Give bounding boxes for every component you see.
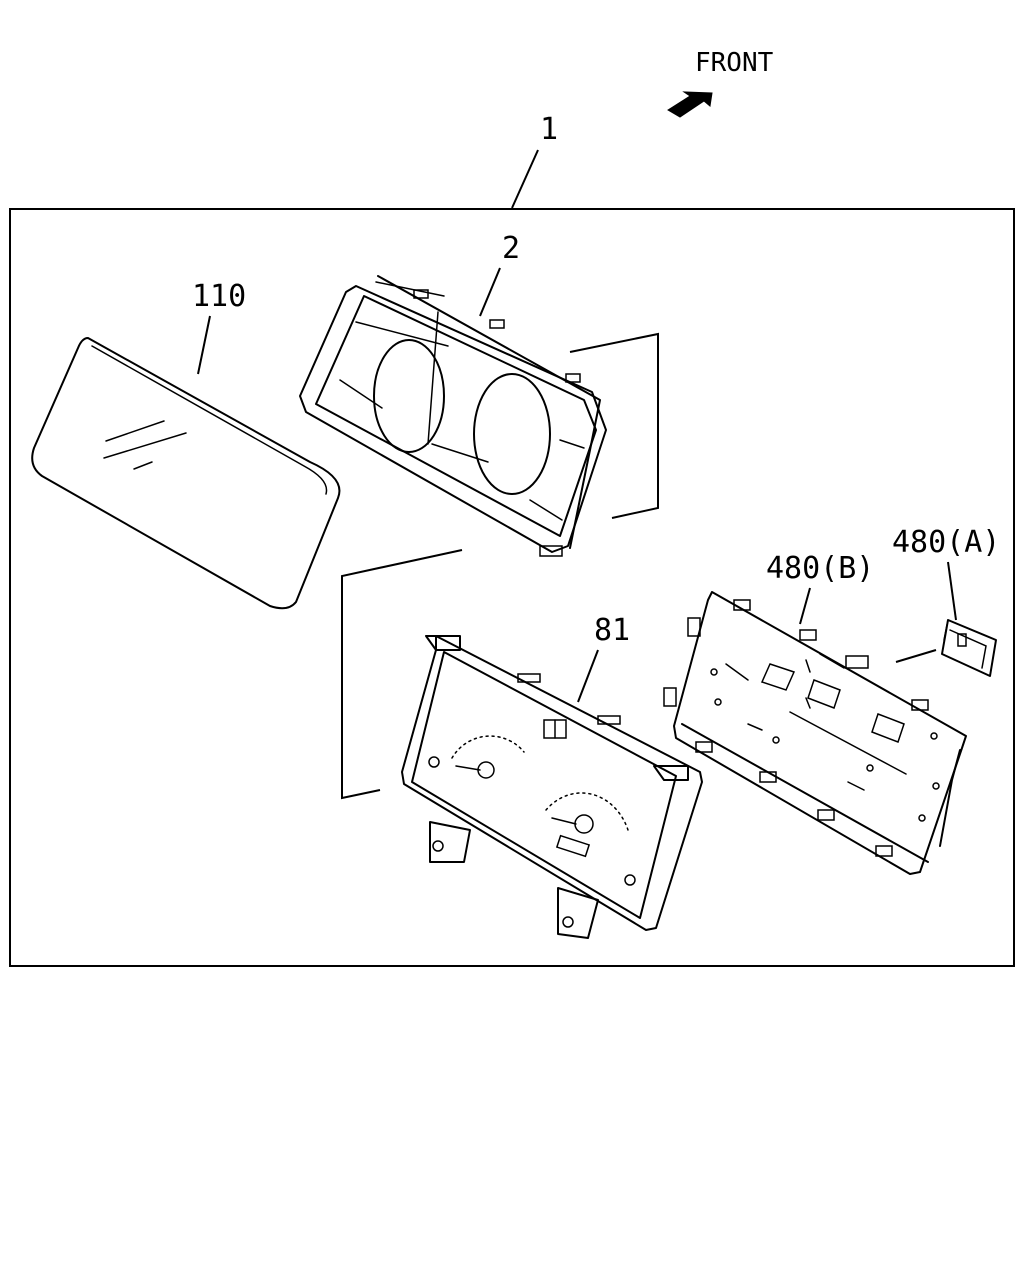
meter-face [401,635,703,939]
circuit-board [663,591,967,875]
leader-meter-face [577,649,599,703]
leader-connector-board [895,649,937,663]
bracket-upper [569,332,659,519]
callout-circuit-board: 480(B) [766,551,874,586]
callout-meter-face: 81 [594,613,630,648]
leader-lens [197,315,211,375]
assembly-frame [9,208,1015,967]
lens-cover [31,337,341,610]
bezel-left-opening [373,339,445,453]
bezel-housing [299,275,607,557]
leader-assembly [511,149,539,209]
front-arrow-icon [667,91,713,118]
bezel-right-opening [473,373,551,495]
front-label: FRONT [695,48,774,78]
leader-connector [947,561,957,621]
callout-connector: 480(A) [892,525,1000,560]
large-gauge-icon [545,792,629,834]
connector [941,619,997,677]
small-gauge-icon [428,735,525,779]
callout-bezel: 2 [502,231,520,266]
callout-lens: 110 [192,279,246,314]
leader-circuit-board [799,587,811,625]
leader-bezel [479,267,501,317]
bracket-lower [341,549,463,800]
callout-assembly: 1 [540,112,558,147]
